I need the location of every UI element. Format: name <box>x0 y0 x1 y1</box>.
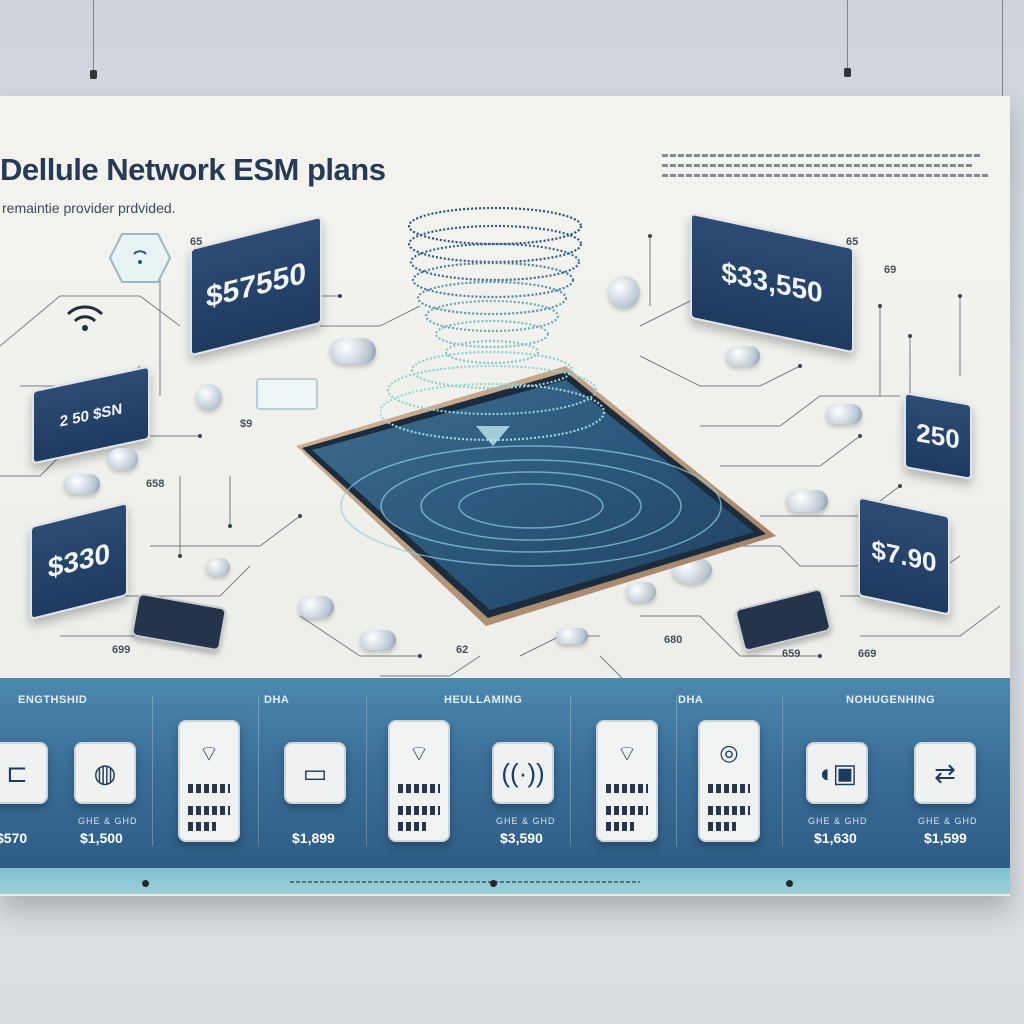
fine-print-line <box>290 881 640 883</box>
globe-icon <box>608 276 640 308</box>
button-chip <box>360 630 396 650</box>
small-label: 65 <box>190 236 203 248</box>
category-label: DHA <box>264 694 290 706</box>
wifi-icon: ⌔ <box>198 741 220 766</box>
smartphone-hologram <box>296 366 776 626</box>
card-text-row <box>708 822 736 831</box>
card-text-row <box>188 822 216 831</box>
mini-card <box>256 378 318 410</box>
plan-label: GHE & GHD <box>918 816 978 826</box>
phone-plan-card[interactable]: ⌔ <box>388 720 450 842</box>
small-label: $9 <box>240 418 253 430</box>
globe-icon[interactable]: ◍ <box>74 742 136 804</box>
phone-plan-card[interactable]: ⌔ <box>596 720 658 842</box>
category-label: DHA <box>678 694 704 706</box>
phone-icon: ◎ <box>719 740 739 765</box>
small-label: 69 <box>884 264 897 276</box>
plan-label: GHE & GHD <box>496 816 556 826</box>
plan-price: $3,590 <box>500 830 543 846</box>
wifi-icon[interactable]: ◖▣ <box>806 742 868 804</box>
button-chip <box>826 404 862 424</box>
button-chip <box>206 558 230 576</box>
card-text-row <box>708 806 750 815</box>
card-text-row <box>398 806 440 815</box>
plan-price: $1,500 <box>80 830 123 846</box>
divider <box>258 696 259 846</box>
plan-label: GHE & GHD <box>808 816 868 826</box>
divider <box>152 696 153 846</box>
mount-pin <box>490 880 497 887</box>
card-text-row <box>606 822 634 831</box>
signal-icon <box>108 233 172 283</box>
mount-pin <box>142 880 149 887</box>
button-chip <box>786 490 828 512</box>
small-label: 62 <box>456 644 469 656</box>
phone-plan-card[interactable]: ⌔ <box>178 720 240 842</box>
network-icon[interactable]: ⇄ <box>914 742 976 804</box>
card-text-row <box>188 784 230 793</box>
card-text-row <box>398 784 440 793</box>
divider <box>782 696 783 846</box>
divider <box>366 696 367 846</box>
wifi-icon <box>66 305 104 331</box>
divider <box>570 696 571 846</box>
plan-price: $1,630 <box>814 830 857 846</box>
wifi-icon: ⌔ <box>616 741 638 766</box>
button-chip <box>556 628 588 644</box>
small-label: 699 <box>112 644 131 656</box>
plan-price: $1,899 <box>292 830 335 846</box>
page-subtitle: remaintie provider prdvided. <box>2 200 176 216</box>
category-label: NOHUGENHING <box>846 694 936 706</box>
mount-pin <box>786 880 793 887</box>
hanging-wire <box>1002 0 1003 98</box>
card-text-row <box>606 806 648 815</box>
plan-price: $570 <box>0 830 28 846</box>
category-label: HEULLAMING <box>444 694 523 706</box>
globe-icon <box>196 384 222 410</box>
laptop-icon[interactable]: ▭ <box>284 742 346 804</box>
phone-plan-card[interactable]: ◎ <box>698 720 760 842</box>
card-text-row <box>606 784 648 793</box>
hanging-wire <box>93 0 94 72</box>
small-label: 669 <box>858 648 877 660</box>
small-label: 65 <box>846 236 859 248</box>
signal-icon[interactable]: ((·)) <box>492 742 554 804</box>
fine-print-text <box>662 154 988 184</box>
small-label: 680 <box>664 634 683 646</box>
poster-board: Dellule Network ESM plans remaintie prov… <box>0 96 1010 896</box>
card-text-row <box>188 806 230 815</box>
plan-label: GHE & GHD <box>78 816 138 826</box>
hologram-vortex <box>380 206 606 446</box>
small-label: 659 <box>782 648 801 660</box>
wire-clip <box>90 70 97 79</box>
button-chip <box>298 596 334 618</box>
wifi-icon: ⌔ <box>408 741 430 766</box>
button-chip <box>626 582 656 602</box>
price-tag: $7.90 <box>858 496 950 616</box>
divider <box>676 696 677 846</box>
button-chip <box>330 338 376 364</box>
price-tag: 250 <box>904 392 972 480</box>
button-chip <box>64 474 100 494</box>
small-label: 658 <box>146 478 165 490</box>
card-text-row <box>398 822 426 831</box>
hanging-wire <box>847 0 848 72</box>
button-chip <box>726 346 760 366</box>
category-label: ENGTHSHID <box>18 694 88 706</box>
button-chip <box>108 448 138 470</box>
card-text-row <box>708 784 750 793</box>
wire-clip <box>844 68 851 77</box>
plan-price: $1,599 <box>924 830 967 846</box>
page-title: Dellule Network ESM plans <box>0 152 386 187</box>
network-icon[interactable]: ⊏ <box>0 742 48 804</box>
